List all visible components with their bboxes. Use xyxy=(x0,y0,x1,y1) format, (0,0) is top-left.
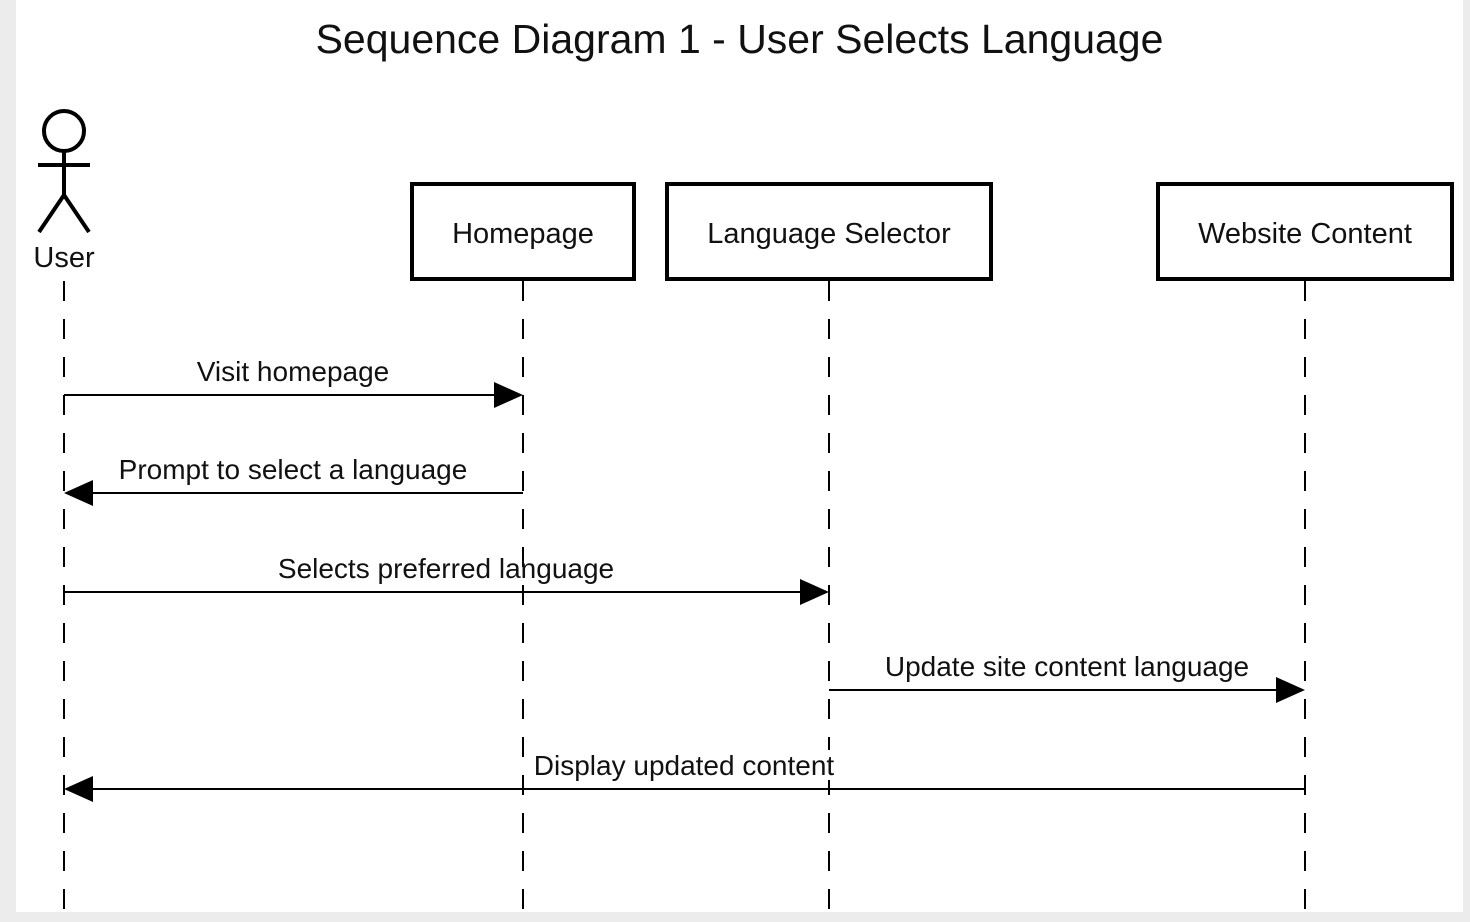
message-selects-preferred-language: Selects preferred language xyxy=(64,553,829,605)
message-visit-homepage: Visit homepage xyxy=(64,356,523,408)
arrowhead-right-icon xyxy=(800,579,829,605)
arrowhead-right-icon xyxy=(494,382,523,408)
participant-homepage: Homepage xyxy=(410,182,636,912)
message-label: Update site content language xyxy=(885,651,1249,682)
arrowhead-left-icon xyxy=(64,480,93,506)
message-label-background xyxy=(525,750,845,780)
participant-user: User xyxy=(33,109,95,912)
message-label: Selects preferred language xyxy=(278,553,614,584)
participant-box-homepage xyxy=(410,182,636,281)
message-display-updated-content: Display updated content xyxy=(64,750,1305,802)
participant-box-language-selector xyxy=(665,182,993,281)
arrowhead-right-icon xyxy=(1276,677,1305,703)
message-label: Visit homepage xyxy=(197,356,390,387)
participant-label-website-content: Website Content xyxy=(1198,218,1412,250)
participant-box-website-content xyxy=(1156,182,1454,281)
diagram-title: Sequence Diagram 1 - User Selects Langua… xyxy=(315,16,1164,62)
message-update-site-content-language: Update site content language xyxy=(829,651,1305,703)
sequence-diagram: User Homepage Language Selector Website … xyxy=(33,109,1454,912)
diagram-canvas: Sequence Diagram 1 - User Selects Langua… xyxy=(16,0,1463,912)
message-prompt-select-language: Prompt to select a language xyxy=(64,454,523,506)
message-label: Prompt to select a language xyxy=(119,454,468,485)
arrowhead-left-icon xyxy=(64,776,93,802)
participant-website-content: Website Content xyxy=(1156,182,1454,912)
message-label: Display updated content xyxy=(534,750,835,781)
participant-label-homepage: Homepage xyxy=(452,218,594,250)
actor-icon xyxy=(37,109,91,234)
participant-language-selector: Language Selector xyxy=(665,182,993,912)
participant-label-user: User xyxy=(33,242,95,274)
participant-label-language-selector: Language Selector xyxy=(707,218,951,250)
